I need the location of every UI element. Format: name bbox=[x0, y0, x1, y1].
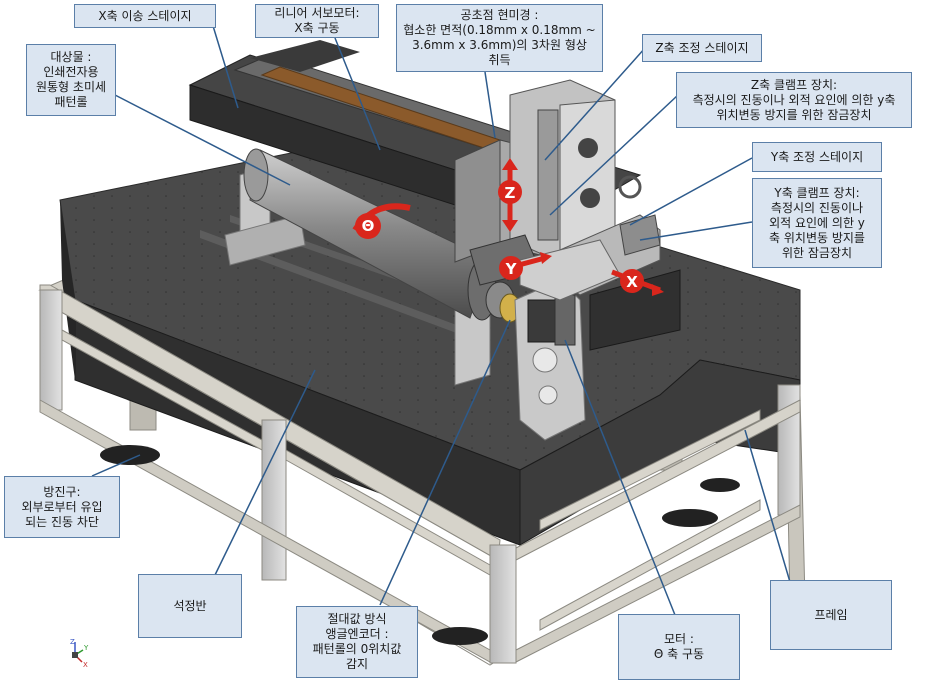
frame-front bbox=[39, 284, 801, 666]
callout-motor-line: 모터 : bbox=[664, 632, 694, 646]
leader-lines bbox=[91, 15, 791, 616]
callout-granite-surface-plate: 석정반 bbox=[138, 574, 242, 638]
x-axis-label: X bbox=[626, 273, 638, 291]
callout-isolator-line: 외부로부터 유입 bbox=[21, 499, 103, 514]
callout-y-clamp-line: 측정시의 진동이나 bbox=[770, 200, 864, 215]
callout-target-line: 패턴롤 bbox=[54, 95, 88, 109]
callout-vibration-isolator: 방진구: 외부로부터 유입 되는 진동 차단 bbox=[4, 476, 120, 538]
callout-encoder-line: 절대값 방식 bbox=[327, 612, 387, 626]
callout-linear-servo-line: 리니어 서보모터: bbox=[274, 6, 360, 20]
callout-linear-servo: 리니어 서보모터: X축 구동 bbox=[255, 4, 379, 38]
callout-y-stage: Y축 조정 스테이지 bbox=[752, 142, 882, 172]
callout-motor-line: Θ 축 구동 bbox=[653, 647, 705, 661]
callout-confocal-microscope: 공초점 현미경 : 협소한 면적(0.18mm x 0.18mm ~ 3.6mm… bbox=[396, 4, 603, 72]
callout-linear-servo-line: X축 구동 bbox=[294, 21, 340, 35]
callout-target-line: 원통형 초미세 bbox=[35, 80, 107, 94]
callout-confocal-line: 공초점 현미경 : bbox=[460, 8, 539, 22]
callout-isolator-line: 되는 진동 차단 bbox=[25, 514, 99, 529]
motor-assembly bbox=[499, 279, 586, 441]
callout-target-line: 인쇄전자용 bbox=[43, 65, 99, 79]
triad-y-label: Y bbox=[83, 644, 89, 652]
callout-target-roll: 대상물 : 인쇄전자용 원통형 초미세 패턴롤 bbox=[26, 44, 116, 116]
callout-frame-text: 프레임 bbox=[814, 607, 848, 622]
callout-encoder-line: 감지 bbox=[345, 657, 369, 671]
callout-encoder-line: 앵글엔코더 : bbox=[325, 627, 389, 641]
z-axis-label: Z bbox=[505, 184, 516, 202]
callout-target-line: 대상물 : bbox=[50, 50, 92, 64]
callout-motor: 모터 : Θ 축 구동 bbox=[618, 614, 740, 680]
vibration-isolators bbox=[100, 445, 740, 645]
callout-z-clamp-line: Z축 클램프 장치: bbox=[750, 77, 838, 92]
callout-z-clamp: Z축 클램프 장치: 측정시의 진동이나 외적 요인에 의한 y축 위치변동 방… bbox=[676, 72, 912, 128]
triad-z-label: Z bbox=[70, 638, 75, 646]
x-axis-mark: X bbox=[611, 269, 664, 296]
callout-z-stage-text: Z축 조정 스테이지 bbox=[655, 40, 749, 55]
y-axis-mark: Y bbox=[499, 252, 552, 280]
callout-frame: 프레임 bbox=[770, 580, 892, 650]
callout-x-stage: X축 이송 스테이지 bbox=[74, 4, 216, 28]
axis-triad: Z Y X bbox=[70, 638, 89, 669]
callout-confocal-line: 3.6mm x 3.6mm)의 3차원 형상 bbox=[412, 38, 587, 52]
callout-y-clamp-line: 외적 요인에 의한 y bbox=[769, 215, 865, 230]
y-axis-label: Y bbox=[505, 260, 518, 278]
callout-encoder-line: 패턴롤의 0위치값 bbox=[312, 642, 402, 656]
callout-y-clamp-line: 위한 잠금장치 bbox=[781, 245, 853, 260]
axis-marks: Θ Z Y X bbox=[352, 158, 664, 296]
callout-z-clamp-line: 측정시의 진동이나 외적 요인에 의한 y축 bbox=[692, 92, 896, 107]
callout-x-stage-text: X축 이송 스테이지 bbox=[98, 8, 192, 23]
callout-granite-text: 석정반 bbox=[173, 598, 207, 613]
callout-y-clamp-line: 축 위치변동 방지를 bbox=[769, 230, 865, 245]
callout-angle-encoder: 절대값 방식 앵글엔코더 : 패턴롤의 0위치값 감지 bbox=[296, 606, 418, 678]
z-axis-mark: Z bbox=[498, 158, 522, 232]
theta-axis-label: Θ bbox=[362, 217, 375, 235]
callout-y-clamp: Y축 클램프 장치: 측정시의 진동이나 외적 요인에 의한 y 축 위치변동 … bbox=[752, 178, 882, 268]
callout-z-clamp-line: 위치변동 방지를 위한 잠금장치 bbox=[716, 107, 872, 122]
callout-confocal-line: 협소한 면적(0.18mm x 0.18mm ~ bbox=[403, 23, 596, 37]
callout-y-stage-text: Y축 조정 스테이지 bbox=[770, 149, 864, 164]
callout-y-clamp-line: Y축 클램프 장치: bbox=[774, 185, 860, 200]
triad-x-label: X bbox=[83, 661, 88, 669]
theta-axis-mark: Θ bbox=[352, 203, 411, 239]
callout-confocal-line: 취득 bbox=[488, 53, 511, 67]
callout-isolator-line: 방진구: bbox=[43, 484, 81, 499]
callout-z-stage: Z축 조정 스테이지 bbox=[642, 34, 762, 62]
